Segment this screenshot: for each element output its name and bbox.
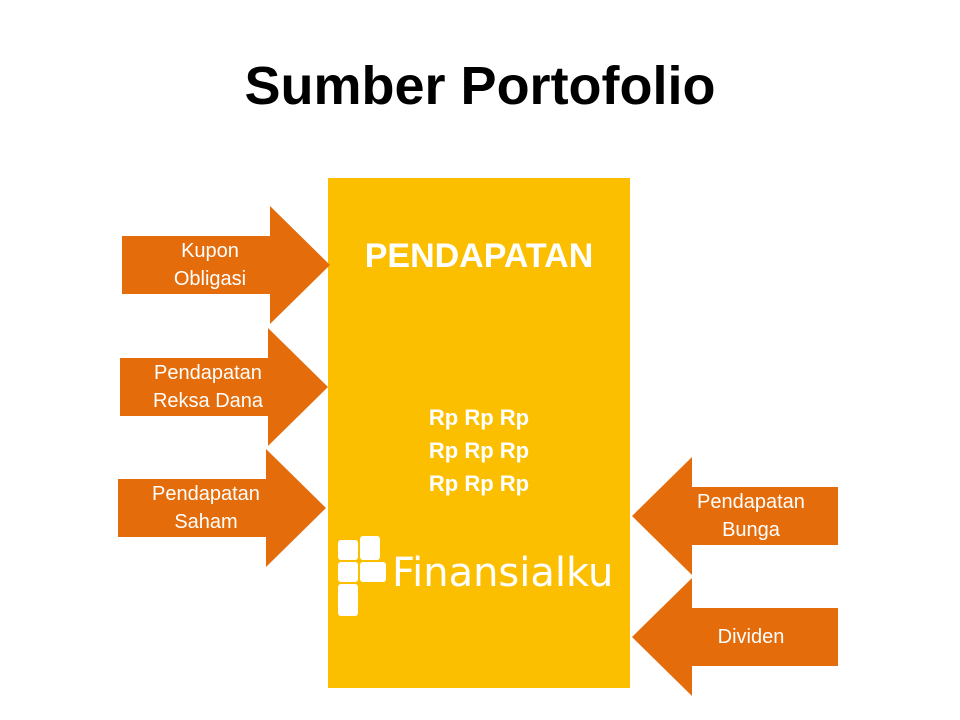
label-line: Kupon <box>181 240 239 262</box>
label-line: Reksa Dana <box>152 390 264 412</box>
label-line: Pendapatan <box>154 362 262 384</box>
rp-line: Rp Rp Rp <box>428 438 530 463</box>
label-line: Pendapatan <box>697 491 805 513</box>
arrow-label-kupon-obligasi: Kupon Obligasi <box>122 236 298 294</box>
arrow-pendapatan-reksa-dana <box>120 328 328 446</box>
income-box <box>328 178 630 688</box>
arrow-label-pendapatan-bunga: Pendapatan Bunga <box>664 487 838 545</box>
arrow-kupon-obligasi <box>122 206 330 324</box>
slide-title: Sumber Portofolio <box>244 56 716 116</box>
label-line: Bunga <box>722 519 780 541</box>
arrow-label-dividen: Dividen <box>664 608 838 666</box>
label-line: Obligasi <box>173 268 247 290</box>
rp-line: Rp Rp Rp <box>428 405 530 430</box>
finansialku-logo-icon <box>338 536 386 616</box>
label-line: Pendapatan <box>152 483 260 505</box>
label-line: Saham <box>174 511 238 533</box>
arrow-pendapatan-bunga <box>632 457 838 575</box>
arrow-pendapatan-saham <box>118 449 326 567</box>
rp-line: Rp Rp Rp <box>428 471 530 496</box>
rp-values: Rp Rp Rp Rp Rp Rp Rp Rp Rp <box>328 401 630 500</box>
logo-wordmark: Finansialku <box>392 550 614 596</box>
arrow-label-pendapatan-reksa-dana: Pendapatan Reksa Dana <box>120 358 296 416</box>
arrow-label-pendapatan-saham: Pendapatan Saham <box>118 479 294 537</box>
income-box-heading: PENDAPATAN <box>364 237 594 275</box>
arrow-dividen <box>632 578 838 696</box>
label-line: Dividen <box>717 626 785 648</box>
